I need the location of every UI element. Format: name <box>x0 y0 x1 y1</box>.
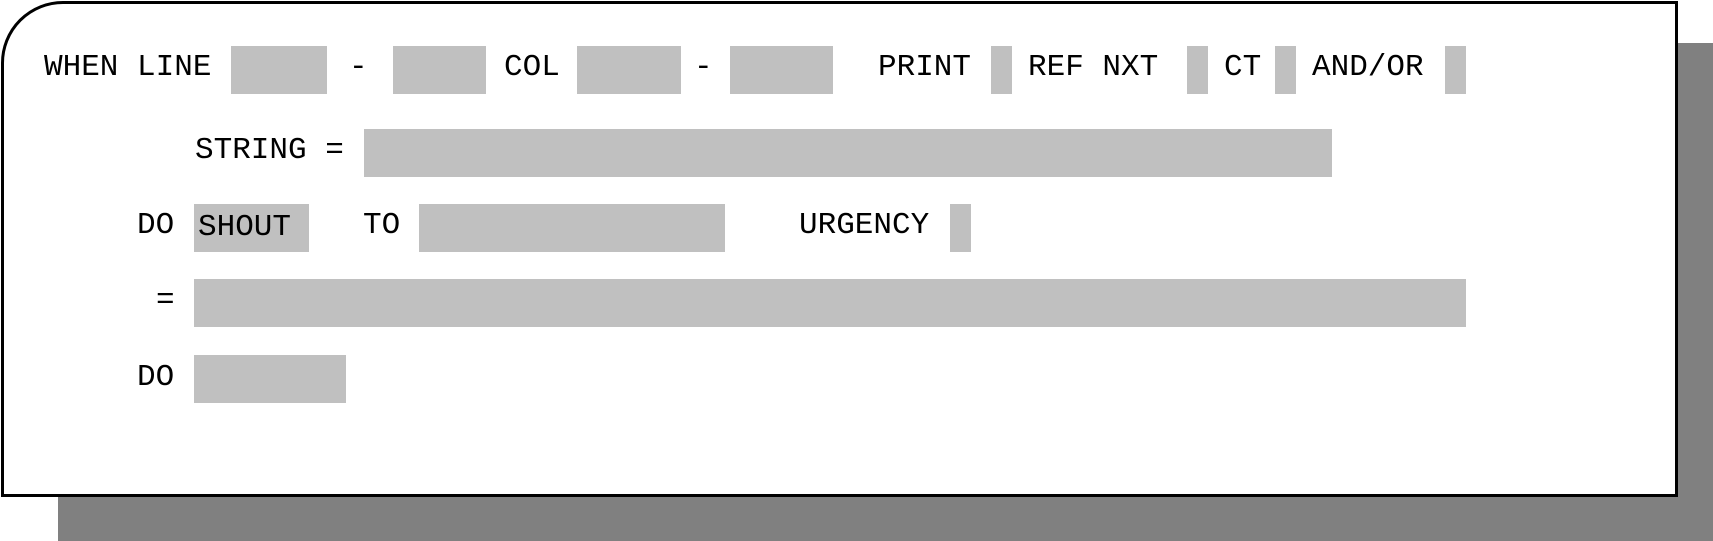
equals-label: = <box>156 283 175 318</box>
do-action-field-2[interactable] <box>194 355 346 403</box>
do-label-2: DO <box>137 360 175 395</box>
when-line-label: WHEN LINE <box>44 50 212 85</box>
string-field[interactable] <box>364 129 1332 177</box>
urgency-field[interactable] <box>950 204 971 252</box>
do-label: DO <box>137 208 175 243</box>
string-label: STRING = <box>195 133 344 168</box>
col-from-field[interactable] <box>577 46 681 94</box>
and-or-label: AND/OR <box>1312 50 1424 85</box>
col-to-field[interactable] <box>730 46 833 94</box>
col-label: COL <box>504 50 560 85</box>
col-range-dash: - <box>694 50 713 85</box>
print-field[interactable] <box>991 46 1012 94</box>
and-or-field[interactable] <box>1445 46 1466 94</box>
to-label: TO <box>363 208 401 243</box>
message-field[interactable] <box>194 279 1466 327</box>
ref-nxt-field[interactable] <box>1187 46 1208 94</box>
line-to-field[interactable] <box>393 46 486 94</box>
print-label: PRINT <box>878 50 972 85</box>
ref-nxt-label: REF NXT <box>1028 50 1159 85</box>
to-field[interactable] <box>419 204 725 252</box>
rule-form-panel: WHEN LINE - COL - PRINT REF NXT CT AND/O… <box>1 1 1678 497</box>
line-from-field[interactable] <box>231 46 327 94</box>
line-range-dash: - <box>349 50 368 85</box>
ct-field[interactable] <box>1275 46 1296 94</box>
urgency-label: URGENCY <box>799 208 930 243</box>
do-action-field[interactable]: SHOUT <box>194 204 309 252</box>
ct-label: CT <box>1224 50 1262 85</box>
